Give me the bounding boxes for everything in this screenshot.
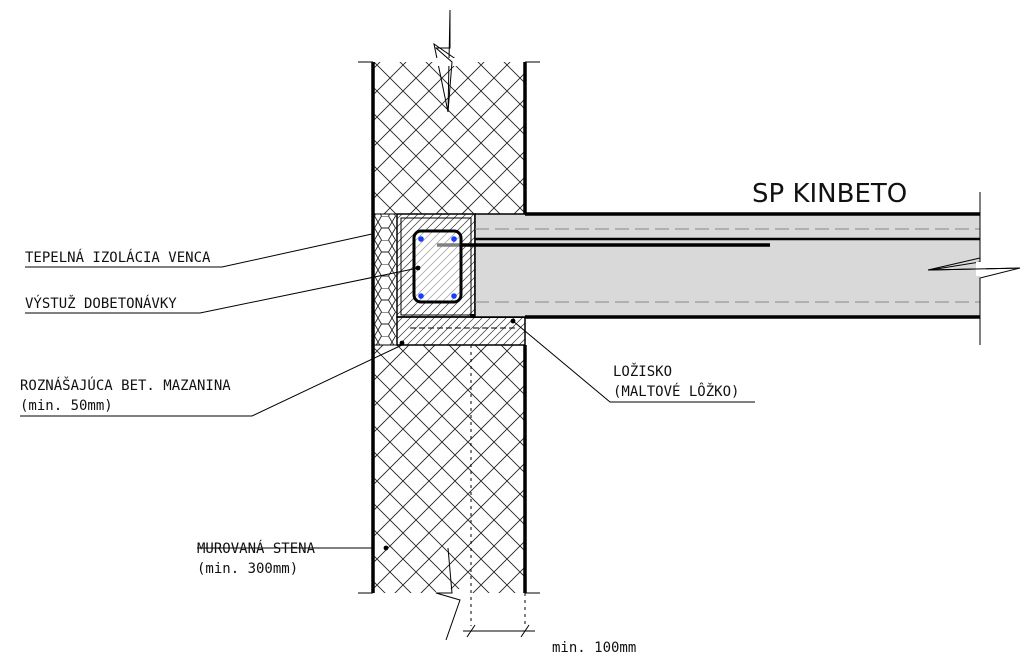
label-insulation: TEPELNÁ IZOLÁCIA VENCA (25, 249, 211, 266)
hollow-core-slab (437, 192, 1021, 345)
dimension-line (463, 624, 535, 638)
lower-masonry-wall (358, 345, 540, 641)
edge-insulation (371, 213, 398, 346)
rebar-dot (418, 236, 424, 242)
label-bearing: LOŽISKO (613, 362, 672, 380)
rebar-dot (418, 293, 424, 299)
label-screed-min: (min. 50mm) (20, 398, 113, 414)
label-screed: ROZNÁŠAJÚCA BET. MAZANINA (20, 376, 231, 394)
label-dimension: min. 100mm (552, 640, 636, 656)
rebar-dot (451, 236, 457, 242)
label-wall: MUROVANÁ STENA (197, 540, 316, 557)
rebar-dot (451, 293, 457, 299)
leader-dots (383, 265, 516, 551)
label-wall-min: (min. 300mm) (197, 561, 298, 577)
label-reinforcement: VÝSTUŽ DOBETONÁVKY (25, 294, 177, 312)
label-bearing-mortar: (MALTOVÉ LÔŽKO) (613, 382, 739, 400)
leader-lines (20, 233, 755, 549)
slab-title: SP KINBETO (752, 179, 907, 209)
load-distributing-screed (396, 316, 526, 346)
upper-masonry-wall (358, 9, 540, 214)
reinforcement-cage (412, 229, 463, 304)
